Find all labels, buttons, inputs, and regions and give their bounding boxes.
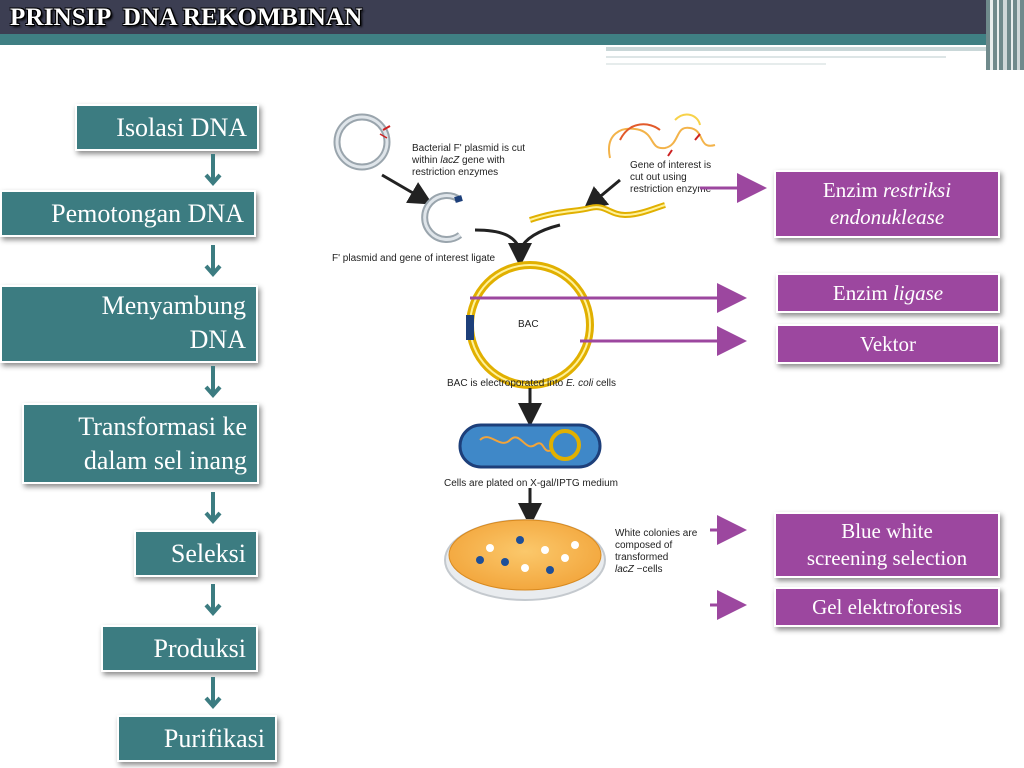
header-bar	[0, 0, 1024, 34]
recombinant-dna-diagram	[333, 113, 716, 601]
label-line1: Blue white	[841, 519, 933, 543]
label-text: Enzim	[822, 178, 883, 202]
down-arrow-icon	[204, 154, 222, 187]
caption-text: gene with	[459, 155, 505, 166]
header-stripes	[986, 0, 1024, 70]
label-gel-elektroforesis: Gel elektroforesis	[774, 587, 1000, 627]
header-line	[606, 56, 946, 58]
step-purifikasi: Purifikasi	[117, 715, 277, 762]
caption-text: lacZ	[440, 155, 460, 166]
label-text: Vektor	[860, 331, 916, 356]
step-transformasi: Transformasi ke dalam sel inang	[22, 403, 259, 484]
plasmid-cut-caption: Bacterial F' plasmid is cut within lacZ …	[412, 143, 525, 179]
step-menyambung-dna: Menyambung DNA	[0, 285, 258, 363]
step-seleksi: Seleksi	[134, 530, 258, 577]
plated-caption: Cells are plated on X-gal/IPTG medium	[444, 478, 618, 489]
gene-cut-caption: Gene of interest is cut out using restri…	[630, 160, 711, 196]
caption-line: Bacterial F' plasmid is cut	[412, 143, 526, 154]
step-label-line2: dalam sel inang	[83, 446, 247, 475]
down-arrow-icon	[204, 492, 222, 525]
step-label: Seleksi	[170, 538, 246, 568]
arrow-icon	[583, 178, 621, 211]
caption-text: lacZ	[615, 564, 634, 575]
caption-line: Gene of interest is	[630, 160, 712, 171]
step-label: Pemotongan DNA	[51, 198, 244, 228]
bac-label: BAC	[518, 319, 539, 330]
caption-line: lacZ −cells	[615, 564, 697, 576]
caption-text: E. coli	[565, 378, 594, 389]
header-line	[606, 47, 986, 51]
label-text: Enzim	[832, 280, 893, 305]
down-arrow-icon	[204, 245, 222, 278]
step-label: Purifikasi	[163, 723, 265, 753]
ligate-caption: F' plasmid and gene of interest ligate	[332, 253, 496, 264]
caption-text: −cells	[633, 564, 663, 575]
label-line2: endonuklease	[829, 205, 945, 229]
label-enzim-restriksi: Enzim restriksi endonuklease	[774, 170, 1000, 238]
down-arrow-icon	[204, 677, 222, 710]
step-label-line1: Transformasi ke	[78, 412, 247, 441]
label-line1: Enzim ligase	[833, 280, 943, 307]
caption-line: composed of	[615, 540, 673, 551]
step-label: Isolasi DNA	[116, 112, 247, 142]
down-arrow-icon	[204, 366, 222, 399]
step-produksi: Produksi	[101, 625, 258, 672]
caption-line: within lacZ gene with	[412, 155, 525, 167]
label-line2: screening selection	[806, 546, 968, 570]
page-title: PRINSIP DNA REKOMBINAN	[10, 4, 363, 31]
cut-plasmid-icon	[421, 192, 463, 243]
e-coli-cell-icon	[458, 423, 602, 469]
step-isolasi-dna: Isolasi DNA	[75, 104, 259, 151]
caption-line: restriction enzymes	[412, 167, 499, 178]
step-label: Produksi	[153, 633, 246, 663]
caption-text: cells	[593, 378, 616, 389]
header-line	[606, 63, 826, 65]
caption-line: restriction enzyme	[630, 184, 712, 195]
label-text-italic: ligase	[892, 280, 944, 305]
electroporated-caption: BAC is electroporated into E. coli cells	[447, 378, 616, 390]
bac-plasmid-icon	[466, 261, 594, 389]
arrow-icon	[508, 223, 561, 267]
petri-dish-icon	[444, 519, 606, 601]
label-blue-white-screening: Blue white screening selection	[774, 512, 1000, 578]
label-line1: Enzim restriksi	[823, 177, 951, 204]
plasmid-icon	[333, 113, 391, 171]
colonies-caption: White colonies are composed of transform…	[615, 528, 697, 576]
step-label-line1: Menyambung	[101, 291, 246, 320]
caption-line: transformed	[615, 552, 669, 563]
caption-line: White colonies are	[615, 528, 698, 539]
step-pemotongan-dna: Pemotongan DNA	[0, 190, 256, 237]
label-enzim-ligase: Enzim ligase	[776, 273, 1000, 313]
label-text-italic: restriksi	[883, 178, 952, 202]
step-label-line2: DNA	[189, 325, 246, 354]
caption-text: within	[412, 155, 441, 166]
gene-of-interest-icon	[608, 113, 716, 159]
caption-text: BAC is electroporated into	[447, 378, 566, 389]
arrow-icon	[381, 173, 433, 205]
label-vektor: Vektor	[776, 324, 1000, 364]
label-text: Gel elektroforesis	[812, 594, 962, 619]
down-arrow-icon	[204, 584, 222, 617]
caption-line: cut out using	[630, 172, 687, 183]
header-accent-band	[0, 34, 1024, 45]
